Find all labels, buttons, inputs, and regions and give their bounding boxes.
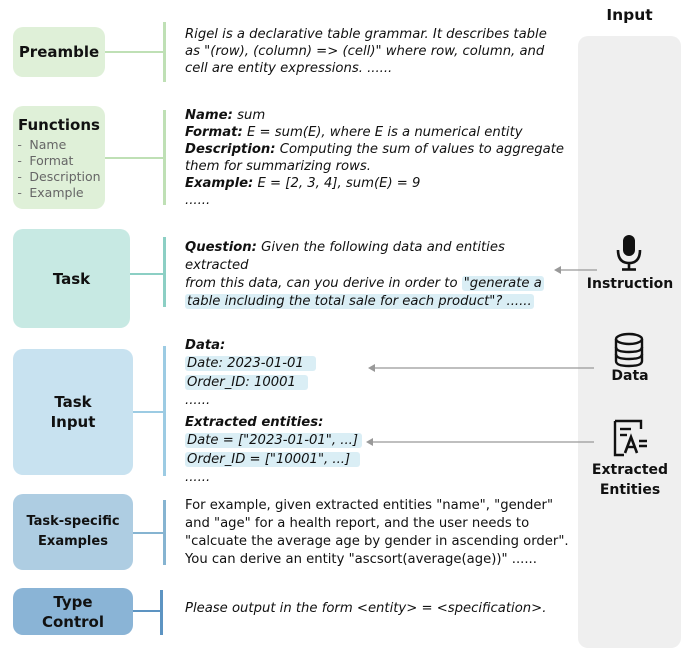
task-line-2: from this data, can you derive in order … [185, 276, 462, 291]
type-control-label-2: Control [41, 612, 104, 631]
entities-ellipsis: ...... [185, 470, 211, 485]
functions-item-name: Name [17, 137, 100, 153]
entities-label: Extracted entities: [185, 415, 324, 430]
functions-box-list: Name Format Description Example [17, 137, 100, 201]
task-line-1: Given the following data and entities ex… [185, 240, 505, 273]
functions-box-label: Functions [18, 115, 100, 134]
fn-desc-value-1: Computing the sum of values to aggregate [275, 142, 564, 157]
preamble-text: Rigel is a declarative table grammar. It… [185, 26, 565, 77]
functions-text: Name: sum Format: E = sum(E), where E is… [185, 107, 570, 209]
task-specific-label-1: Task-specific [26, 514, 120, 529]
task-input-text: Data: Date: 2023-01-01 Order_ID: 10001 .… [185, 337, 505, 487]
task-highlight-1: "generate a [461, 276, 544, 291]
task-connector [130, 273, 163, 275]
extracted-entities-icon [613, 419, 647, 457]
data-input-label: Data [611, 368, 649, 384]
task-input-bar [163, 346, 166, 476]
task-input-label-1: Task [54, 393, 92, 411]
fn-ellipsis: ...... [185, 193, 211, 208]
functions-box: Functions Name Format Description Exampl… [13, 106, 105, 209]
input-title: Input [606, 6, 653, 24]
extracted-entities-line-2: Entities [599, 482, 661, 498]
task-text: Question: Given the following data and e… [185, 239, 570, 311]
task-specific-label-2: Examples [38, 534, 108, 549]
database-icon [614, 332, 644, 368]
preamble-line-2: as "(row), (column) => (cell)" where row… [185, 44, 545, 59]
fn-name-label: Name: [185, 108, 233, 123]
preamble-bar [163, 22, 166, 82]
task-input-box: Task Input [13, 349, 133, 475]
examples-text: For example, given extracted entities "n… [185, 497, 575, 569]
data-label: Data: [185, 338, 226, 353]
fn-desc-value-2: them for summarizing rows. [185, 159, 371, 174]
task-specific-bar [163, 500, 166, 565]
extracted-entities-arrow [366, 438, 594, 446]
task-highlight-2: table including the total sale for each … [185, 294, 534, 309]
examples-line-2: and "age" for a health report, and the u… [185, 516, 530, 531]
entity-row-date: Date = ["2023-01-01", ...] [185, 433, 362, 448]
task-box-label: Task [52, 269, 91, 288]
type-control-text: Please output in the form <entity> = <sp… [185, 600, 570, 617]
input-panel [578, 36, 681, 648]
type-control-line: Please output in the form <entity> = <sp… [185, 601, 547, 616]
task-box: Task [13, 229, 130, 328]
preamble-line-1: Rigel is a declarative table grammar. It… [185, 27, 547, 42]
task-question-label: Question: [185, 240, 257, 255]
functions-item-example: Example [17, 185, 100, 201]
microphone-icon [616, 235, 642, 271]
preamble-connector [105, 51, 163, 53]
data-row-order-id: Order_ID: 10001 [185, 375, 308, 390]
fn-example-value: E = [2, 3, 4], sum(E) = 9 [253, 176, 421, 191]
fn-example-label: Example: [185, 176, 254, 191]
functions-item-description: Description [17, 169, 100, 185]
task-input-label-2: Input [50, 413, 96, 431]
type-control-box: Type Control [13, 588, 133, 635]
entity-row-order-id: Order_ID = ["10001", ...] [185, 452, 361, 467]
fn-format-label: Format: [185, 125, 243, 140]
preamble-line-3: cell are entity expressions. ...... [185, 61, 393, 76]
type-control-connector [133, 610, 163, 612]
fn-name-value: sum [232, 108, 266, 123]
functions-bar [163, 110, 166, 205]
data-row-date: Date: 2023-01-01 [185, 356, 316, 371]
task-input-connector [133, 411, 163, 413]
preamble-box-label: Preamble [18, 43, 100, 61]
data-arrow [368, 364, 594, 372]
type-control-bar [160, 590, 163, 635]
examples-line-4: You can derive an entity "ascsort(averag… [185, 552, 537, 567]
fn-format-value: E = sum(E), where E is a numerical entit… [242, 125, 523, 140]
data-ellipsis: ...... [185, 393, 211, 408]
extracted-entities-label: Extracted Entities [580, 460, 680, 500]
preamble-box: Preamble [13, 27, 105, 77]
type-control-label-1: Type [53, 592, 93, 611]
instruction-arrow [554, 266, 597, 274]
functions-item-format: Format [17, 153, 100, 169]
task-specific-box: Task-specific Examples [13, 494, 133, 570]
functions-connector [105, 157, 163, 159]
examples-line-3: "calcuate the average age by gender in a… [185, 534, 569, 549]
fn-desc-label: Description: [185, 142, 276, 157]
task-bar [163, 237, 166, 307]
extracted-entities-line-1: Extracted [591, 462, 669, 478]
instruction-label: Instruction [586, 276, 674, 292]
task-specific-connector [133, 532, 163, 534]
examples-line-1: For example, given extracted entities "n… [185, 498, 554, 513]
